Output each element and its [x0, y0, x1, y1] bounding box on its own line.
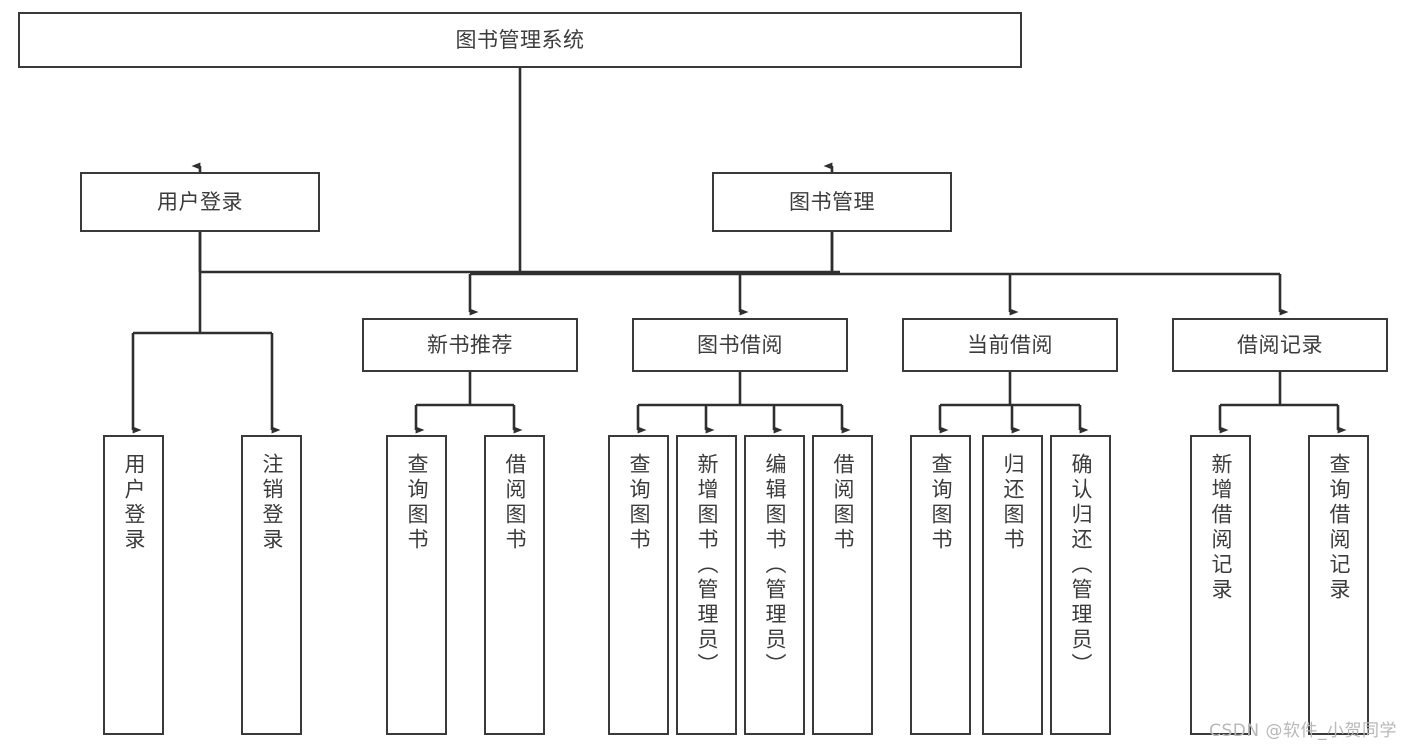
node-root-label: 图书管理系统 [455, 27, 585, 52]
node-book-borrow-label: 图书借阅 [697, 332, 783, 357]
leaf-leaf-borrow-book-2-label: 借阅图书 [831, 453, 855, 553]
leaf-leaf-borrow-book-2[interactable]: 借阅图书 [812, 435, 873, 735]
node-new-book-recommend-label: 新书推荐 [427, 332, 513, 357]
leaf-leaf-user-login-label: 用户登录 [122, 453, 146, 553]
leaf-leaf-query-book-1-label: 查询图书 [405, 453, 429, 553]
leaf-leaf-add-record-label: 新增借阅记录 [1209, 453, 1233, 603]
node-book-manage[interactable]: 图书管理 [712, 172, 952, 232]
node-current-borrow-label: 当前借阅 [967, 332, 1053, 357]
leaf-leaf-query-record-label: 查询借阅记录 [1327, 453, 1351, 603]
leaf-leaf-edit-book-label: 编辑图书（管理员） [763, 453, 787, 678]
leaf-leaf-confirm-return[interactable]: 确认归还（管理员） [1050, 435, 1111, 735]
node-new-book-recommend[interactable]: 新书推荐 [362, 318, 578, 372]
node-current-borrow[interactable]: 当前借阅 [902, 318, 1118, 372]
leaf-leaf-query-record[interactable]: 查询借阅记录 [1308, 435, 1369, 735]
node-borrow-record-label: 借阅记录 [1237, 332, 1323, 357]
node-user-login[interactable]: 用户登录 [80, 172, 320, 232]
leaf-leaf-query-book-1[interactable]: 查询图书 [386, 435, 447, 735]
node-root[interactable]: 图书管理系统 [18, 12, 1022, 68]
node-book-manage-label: 图书管理 [789, 189, 875, 214]
leaf-leaf-user-logout[interactable]: 注销登录 [241, 435, 302, 735]
leaf-leaf-query-book-2-label: 查询图书 [627, 453, 651, 553]
leaf-leaf-add-record[interactable]: 新增借阅记录 [1190, 435, 1251, 735]
leaf-leaf-user-login[interactable]: 用户登录 [103, 435, 164, 735]
leaf-leaf-return-book[interactable]: 归还图书 [982, 435, 1043, 735]
leaf-leaf-query-book-2[interactable]: 查询图书 [608, 435, 669, 735]
leaf-leaf-borrow-book-1[interactable]: 借阅图书 [484, 435, 545, 735]
node-user-login-label: 用户登录 [157, 189, 243, 214]
leaf-leaf-add-book[interactable]: 新增图书（管理员） [676, 435, 737, 735]
node-borrow-record[interactable]: 借阅记录 [1172, 318, 1388, 372]
leaf-leaf-user-logout-label: 注销登录 [260, 453, 284, 553]
leaf-leaf-query-book-3[interactable]: 查询图书 [910, 435, 971, 735]
leaf-leaf-query-book-3-label: 查询图书 [929, 453, 953, 553]
leaf-leaf-borrow-book-1-label: 借阅图书 [503, 453, 527, 553]
leaf-leaf-edit-book[interactable]: 编辑图书（管理员） [744, 435, 805, 735]
leaf-leaf-confirm-return-label: 确认归还（管理员） [1069, 453, 1093, 678]
leaf-leaf-add-book-label: 新增图书（管理员） [695, 453, 719, 678]
node-book-borrow[interactable]: 图书借阅 [632, 318, 848, 372]
leaf-leaf-return-book-label: 归还图书 [1001, 453, 1025, 553]
